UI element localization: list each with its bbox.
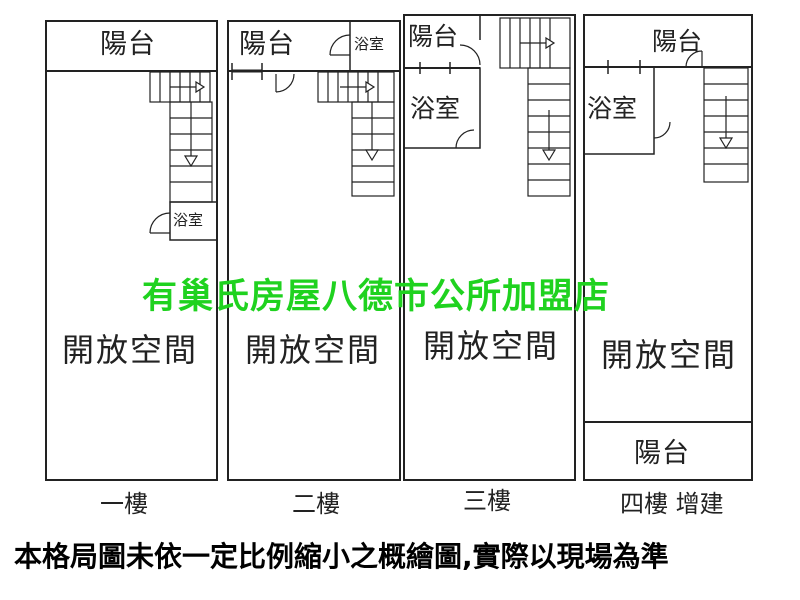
floor-2-title: 二樓 <box>292 490 340 518</box>
floor-2-balcony-label: 陽台 <box>239 29 295 60</box>
scale-disclaimer: 本格局圖未依一定比例縮小之概繪圖,實際以現場為準 <box>14 540 669 573</box>
floor-4-open-space-label: 開放空間 <box>601 336 738 374</box>
floor-3-open-space-label: 開放空間 <box>423 327 560 365</box>
floor-4-outline <box>583 14 753 481</box>
floor-3-balcony-label: 陽台 <box>408 22 459 51</box>
floor-4-plan <box>583 14 753 481</box>
floor-4-rear-balcony-label: 陽台 <box>634 438 690 469</box>
floor-2-open-space-label: 開放空間 <box>245 331 382 369</box>
floor-3-bathroom-label: 浴室 <box>410 94 461 123</box>
floor-1-staircase <box>149 71 213 203</box>
floor-4-bathroom-label: 浴室 <box>587 94 638 123</box>
floor-3-staircase <box>499 17 571 197</box>
floor-1-plan <box>45 20 218 481</box>
floor-2-staircase <box>317 71 395 197</box>
floor-4-bathroom <box>583 66 655 155</box>
floor-1-balcony-label: 陽台 <box>100 29 156 60</box>
floor-3-title: 三樓 <box>463 487 511 515</box>
floor-1-door-arc <box>149 212 171 234</box>
floor-1-bathroom-label: 浴室 <box>173 211 204 229</box>
floor-1-title: 一樓 <box>100 490 148 518</box>
floor-2-plan <box>227 20 401 481</box>
floor-1-bathroom <box>169 201 218 241</box>
floor-3-plan <box>403 14 576 481</box>
floor-4-title: 四樓 增建 <box>620 490 724 518</box>
floor-3-outline <box>403 14 576 481</box>
floor-2-outline <box>227 20 401 481</box>
floor-1-outline <box>45 20 218 481</box>
floor-1-open-space-label: 開放空間 <box>62 331 199 369</box>
floor-3-bathroom <box>403 67 481 149</box>
agency-watermark: 有巢氏房屋八德市公所加盟店 <box>142 277 611 317</box>
floor-4-staircase <box>703 67 749 183</box>
floor-2-bathroom-label: 浴室 <box>354 35 385 53</box>
floor-4-balcony-label: 陽台 <box>652 27 703 56</box>
